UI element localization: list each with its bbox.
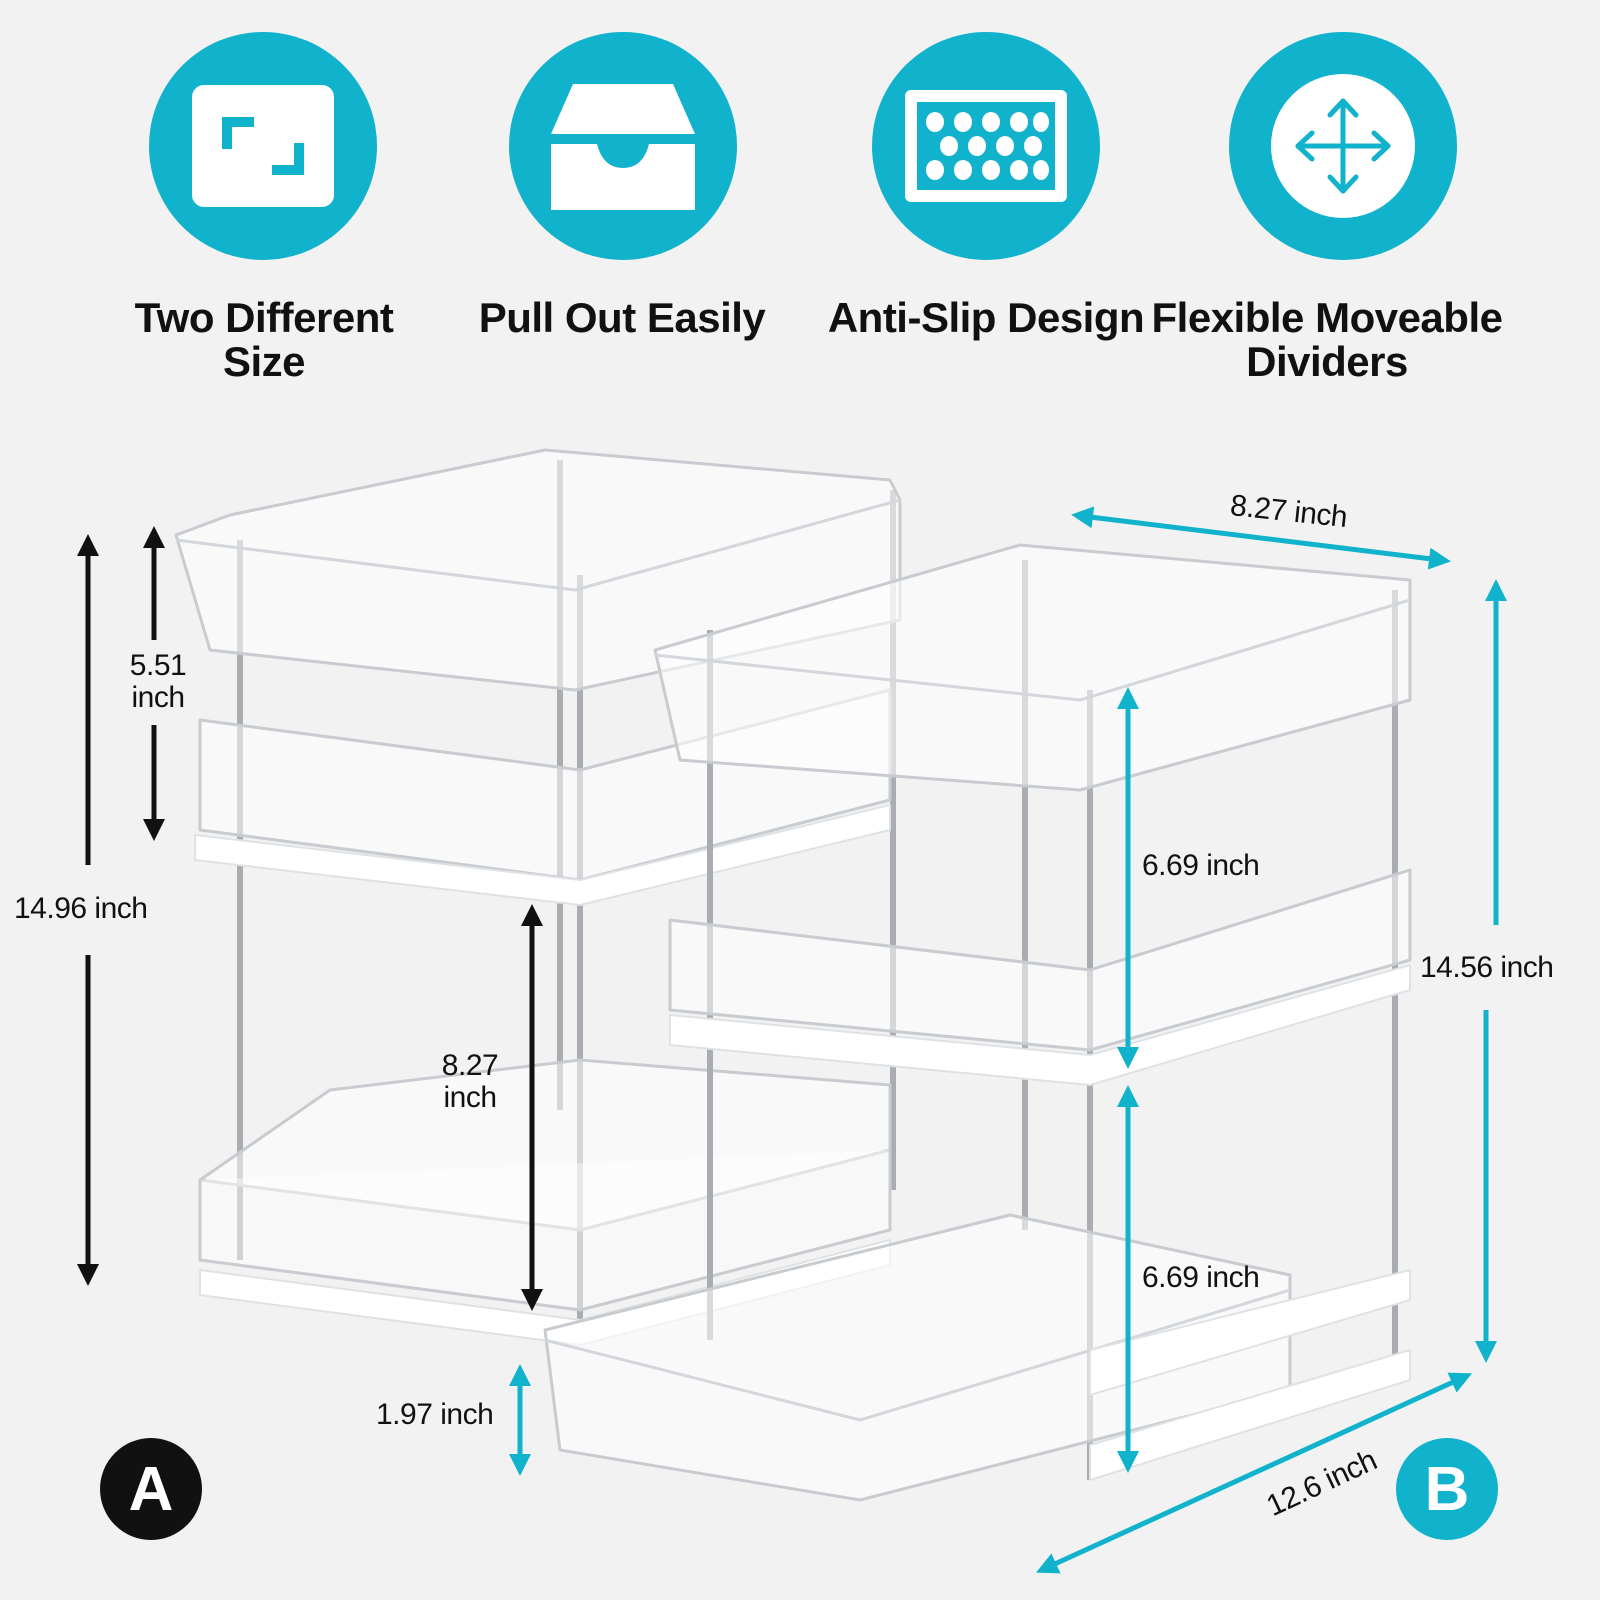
feature-label-dividers: Flexible Moveable Dividers (1151, 294, 1503, 385)
organizer-b-top-drawer (653, 543, 1412, 1086)
feature-label-pull-out: Pull Out Easily (478, 294, 766, 341)
resize-frame-icon (192, 85, 334, 207)
label-a-bottom-tier: 8.27 inch (441, 1049, 499, 1114)
label-a-top-tier: 5.51 inch (129, 649, 187, 714)
move-arrows-icon (1271, 74, 1415, 218)
feature-circle-pull-out (509, 32, 737, 260)
label-a-clearance: 1.97 inch (376, 1398, 494, 1431)
organizer-a (174, 448, 902, 1346)
organizer-b (543, 543, 1412, 1502)
feature-circle-size (149, 32, 377, 260)
label-b-upper-tier: 6.69 inch (1142, 849, 1260, 882)
pull-out-drawer-icon (551, 84, 695, 210)
arrow-b-width (1071, 506, 1451, 570)
anti-slip-mat-icon (905, 90, 1067, 202)
dimension-arrows (77, 506, 1507, 1574)
feature-label-anti-slip: Anti-Slip Design (827, 294, 1145, 341)
feature-label-size: Two Different Size (134, 294, 394, 385)
feature-circle-dividers (1229, 32, 1457, 260)
badge-a: A (100, 1438, 202, 1540)
label-b-lower-tier: 6.69 inch (1142, 1261, 1260, 1294)
label-b-total-height: 14.56 inch (1420, 951, 1554, 984)
arrow-b-depth (1035, 1372, 1473, 1574)
badge-b: B (1396, 1438, 1498, 1540)
organizer-a-bottom-drawer (198, 1058, 892, 1346)
feature-circle-anti-slip (872, 32, 1100, 260)
label-a-total-height: 14.96 inch (14, 892, 148, 925)
